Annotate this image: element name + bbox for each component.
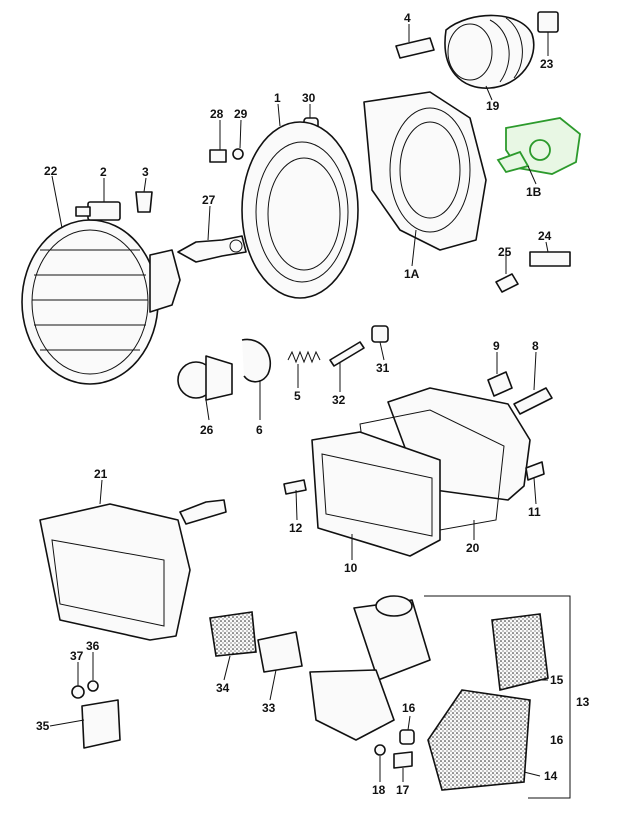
label-11: 11 [528, 505, 541, 519]
label-37: 37 [70, 649, 84, 663]
label-26: 26 [200, 423, 214, 437]
label-10: 10 [344, 561, 358, 575]
nut-16 [399, 729, 415, 745]
leader-lines [49, 24, 549, 782]
label-17: 17 [396, 783, 410, 797]
part-24 [529, 251, 571, 267]
label-1: 1 [274, 91, 281, 105]
label-14: 14 [544, 769, 558, 783]
bulb-25 [495, 273, 519, 293]
label-24: 24 [538, 229, 552, 243]
label-16: 16 [402, 701, 416, 715]
label-31: 31 [376, 361, 390, 375]
screw-12 [283, 479, 307, 495]
washer-pump-cap-15 [491, 613, 549, 691]
label-20: 20 [466, 541, 480, 555]
relay-35 [81, 699, 121, 749]
label-13: 13 [576, 695, 590, 709]
label-28: 28 [210, 107, 224, 121]
label-15: 15 [550, 673, 564, 687]
bulb-9 [487, 371, 513, 397]
bulb-8 [513, 387, 553, 415]
label-29: 29 [234, 107, 248, 121]
label-5: 5 [294, 389, 301, 403]
spring-clip-6 [241, 338, 272, 383]
screw-28 [209, 149, 227, 163]
connector-2 [75, 201, 121, 221]
part-labels: 22 2 3 4 19 23 1 30 28 29 27 1B 1A 24 25… [36, 11, 590, 797]
label-1b: 1B [526, 185, 542, 199]
bulb-27 [177, 235, 247, 263]
screw-17 [393, 751, 413, 769]
screw-11 [525, 461, 545, 481]
part-33 [257, 631, 303, 673]
label-12: 12 [289, 521, 303, 535]
bulb-26 [177, 355, 233, 401]
fog-light-10 [311, 431, 441, 557]
bulb-holder-1b-highlighted [496, 117, 581, 175]
label-6: 6 [256, 423, 263, 437]
label-16-right: 16 [550, 733, 564, 747]
label-21: 21 [94, 467, 108, 481]
screw-4 [395, 37, 435, 59]
label-32: 32 [332, 393, 346, 407]
screw-32 [329, 341, 365, 367]
label-3: 3 [142, 165, 149, 179]
label-23: 23 [540, 57, 554, 71]
mounting-frame [363, 91, 487, 251]
label-19: 19 [486, 99, 500, 113]
fog-light-21 [39, 499, 227, 641]
label-33: 33 [262, 701, 276, 715]
connector-23 [537, 11, 559, 33]
washer-motor [309, 595, 431, 741]
rubber-boot [444, 14, 535, 89]
nut-37 [71, 685, 85, 699]
nut-31 [371, 325, 389, 343]
washer-18 [374, 744, 386, 756]
washer-pump-14 [427, 689, 531, 791]
label-1a: 1A [404, 267, 420, 281]
label-25: 25 [498, 245, 512, 259]
headlamp-ring [241, 121, 359, 299]
label-27: 27 [202, 193, 216, 207]
label-9: 9 [493, 339, 500, 353]
label-18: 18 [372, 783, 386, 797]
label-8: 8 [532, 339, 539, 353]
label-35: 35 [36, 719, 50, 733]
washer-29 [232, 148, 244, 160]
part-34 [209, 611, 257, 657]
label-36: 36 [86, 639, 100, 653]
label-34: 34 [216, 681, 230, 695]
clip-3 [135, 191, 153, 213]
label-2: 2 [100, 165, 107, 179]
spring-5 [287, 350, 321, 364]
label-4: 4 [404, 11, 411, 25]
bracket-13 [424, 595, 571, 799]
label-30: 30 [302, 91, 316, 105]
washer-36 [87, 680, 99, 692]
label-22: 22 [44, 164, 58, 178]
headlamp-insert [21, 219, 181, 385]
